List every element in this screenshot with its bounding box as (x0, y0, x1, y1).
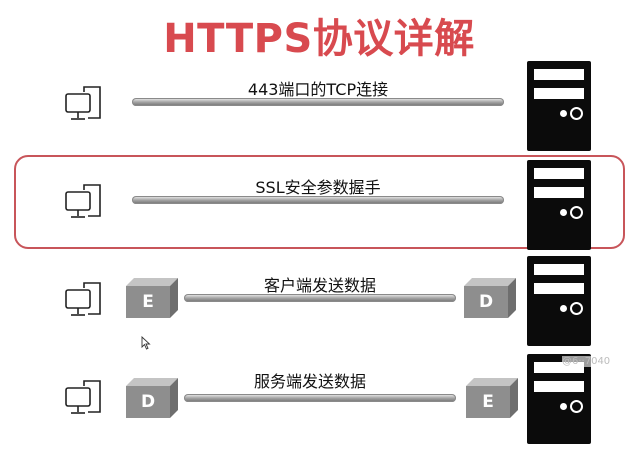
client-computer-icon (65, 184, 101, 218)
decrypt-cube-icon: D (126, 378, 178, 418)
connection-pipe (132, 98, 504, 106)
client-computer-icon (65, 86, 101, 120)
row-label: 服务端发送数据 (253, 372, 366, 391)
server-send-row: D 服务端发送数据 E (0, 354, 638, 449)
row-label: SSL安全参数握手 (255, 178, 381, 197)
row-label: 443端口的TCP连接 (247, 80, 389, 99)
server-icon (527, 61, 591, 151)
mouse-cursor-icon (141, 336, 151, 350)
row-label: 客户端发送数据 (263, 276, 376, 295)
decrypt-cube-icon: D (464, 278, 516, 318)
ssl-handshake-highlight (14, 155, 625, 249)
encrypt-cube-icon: E (466, 378, 518, 418)
client-computer-icon (65, 282, 101, 316)
server-icon (527, 354, 591, 444)
connection-pipe (184, 394, 456, 402)
tcp-connection-row: 443端口的TCP连接 (0, 60, 638, 155)
cube-letter: E (482, 392, 494, 412)
encrypt-cube-icon: E (126, 278, 178, 318)
client-computer-icon (65, 380, 101, 414)
cube-letter: D (140, 392, 156, 412)
connection-pipe (184, 294, 456, 302)
cube-letter: E (142, 292, 154, 312)
server-icon (527, 160, 591, 250)
client-send-row: E 客户端发送数据 D (0, 256, 638, 351)
server-icon (527, 256, 591, 346)
cube-letter: D (478, 292, 494, 312)
page-title: HTTPS协议详解 (163, 16, 475, 62)
ssl-handshake-row: SSL安全参数握手 (0, 158, 638, 253)
connection-pipe (132, 196, 504, 204)
watermark: @6··7040 (562, 356, 611, 367)
